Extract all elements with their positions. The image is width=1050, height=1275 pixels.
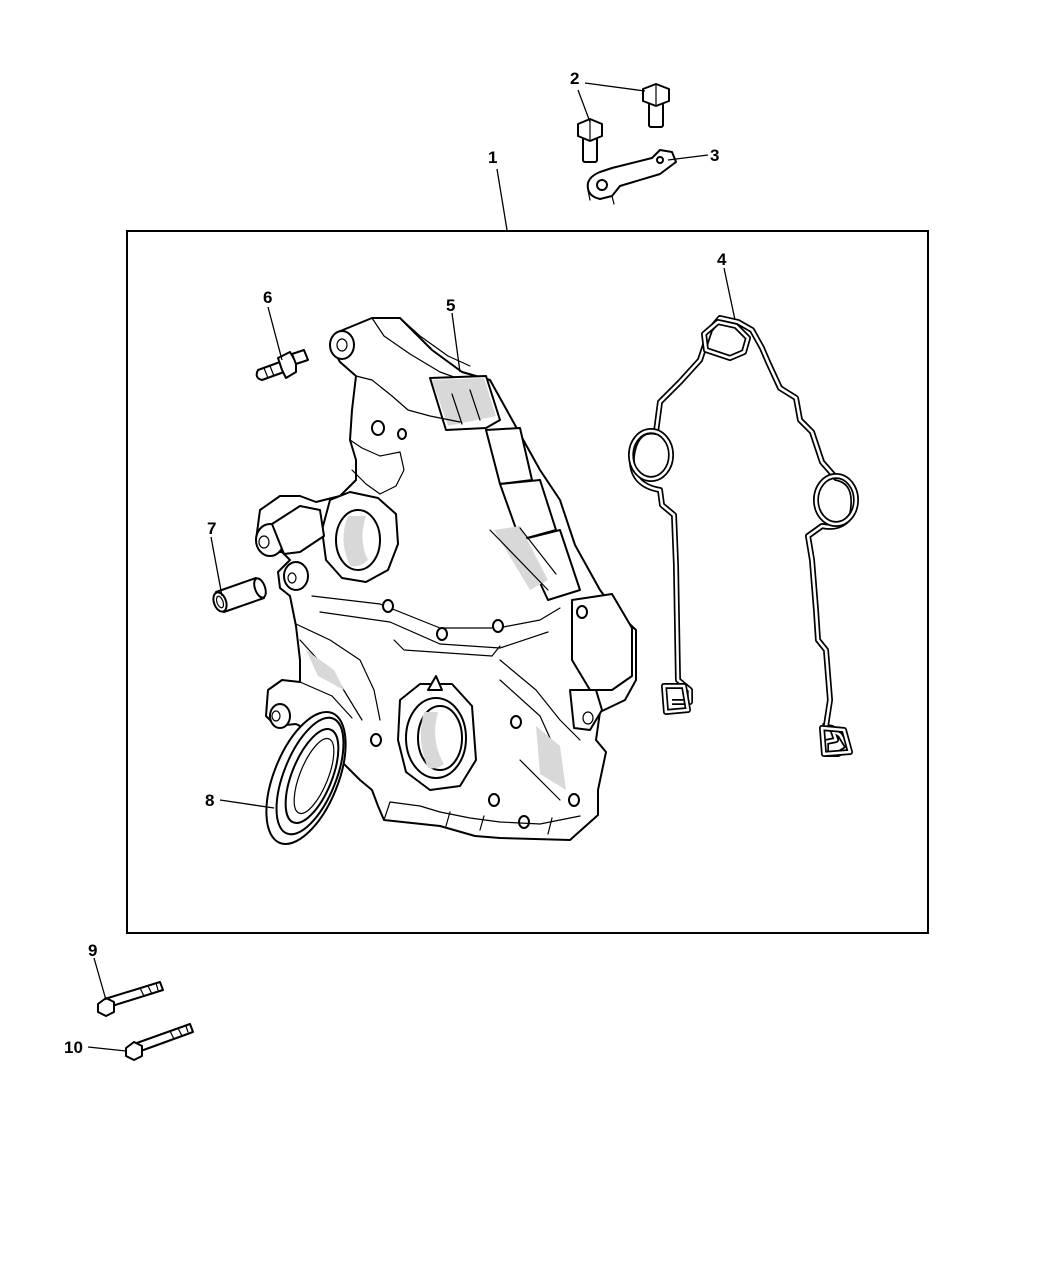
callout-9: 9: [88, 941, 97, 960]
part-5-timing-cover[interactable]: [255, 317, 637, 841]
bolt-left-icon: [577, 118, 603, 163]
bolt-right-icon: [642, 83, 670, 128]
part-9-bolt[interactable]: [97, 981, 164, 1017]
part-8-oil-seal[interactable]: [250, 701, 362, 855]
callout-4: 4: [717, 250, 727, 269]
part-2-bolts[interactable]: [577, 83, 670, 163]
part-6-stud[interactable]: [255, 349, 309, 381]
part-4-gasket[interactable]: [628, 315, 859, 757]
callout-10: 10: [64, 1038, 83, 1057]
leader-lines: [87, 82, 736, 1052]
part-3-bracket[interactable]: [586, 149, 677, 205]
assembly-frame: [126, 230, 929, 934]
callout-3: 3: [710, 146, 719, 165]
callout-8: 8: [205, 791, 214, 810]
callout-1: 1: [488, 148, 497, 167]
part-10-bolt[interactable]: [125, 1023, 194, 1061]
callout-7: 7: [207, 519, 216, 538]
callout-6: 6: [263, 288, 272, 307]
callout-5: 5: [446, 296, 455, 315]
part-7-dowel[interactable]: [211, 577, 268, 614]
callout-2: 2: [570, 69, 579, 88]
callout-labels: 1 2 3 4 5 6 7 8 9 10: [64, 69, 727, 1057]
